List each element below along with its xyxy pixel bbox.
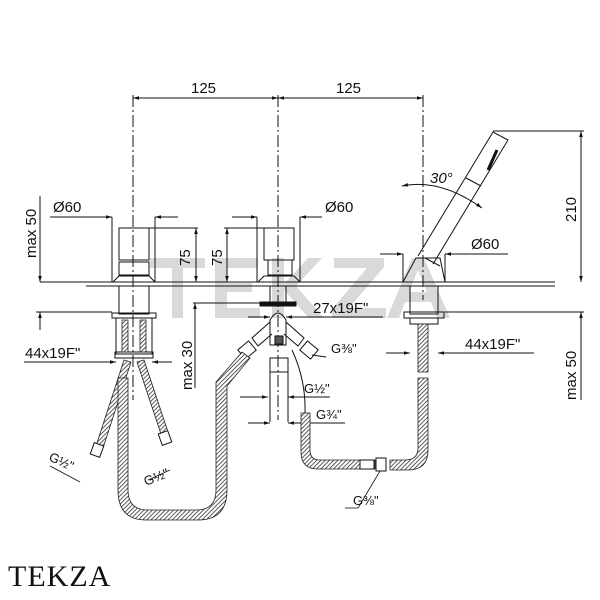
hose-inner-left [121,319,129,353]
hose-right-supply [136,359,169,435]
label-diameter-shower: Ø60 [471,236,499,253]
label-max50-left: max 50 [23,209,40,258]
leader-g12-left2 [147,469,171,481]
left-handle [111,217,157,359]
label-angle: 30° [430,170,453,187]
leader-g38-center [311,354,327,358]
coupling-shower [375,457,387,472]
label-g-center-12: G½" [304,381,330,396]
shower-hose-upper [417,323,429,373]
label-spacing-left: 125 [191,80,216,97]
label-thread-right: 44x19F" [465,336,520,353]
leader-g34 [291,349,306,414]
coupling-shower-b [359,459,375,470]
label-g-center-38: G⅜" [331,341,357,356]
center-elbows [237,321,319,360]
label-shower-height: 210 [563,197,580,222]
leader-g12-left [49,465,81,483]
label-g-center-34: G¾" [316,407,342,422]
label-diameter-left: Ø60 [53,199,81,216]
brand-logo-text: TEKZA [8,560,112,593]
label-diameter-center: Ø60 [325,199,353,216]
label-thread-center: 27x19F" [313,300,368,317]
fitting-left [89,442,105,458]
angle-arc [401,183,483,209]
shower-hose-lower [389,377,429,471]
label-g-bottom-38: G⅜" [353,493,379,508]
label-g-left-2: G½" [142,465,172,489]
label-g-left-1: G½" [47,449,77,474]
label-height-left: 75 [177,249,194,266]
hose-inner-right [139,319,147,353]
label-spacing-right: 125 [336,80,361,97]
label-thread-left: 44x19F" [25,345,80,362]
label-max30: max 30 [179,341,196,390]
hose-mixer-to-diverter [117,351,251,521]
label-height-center: 75 [209,249,226,266]
label-max50-right: max 50 [563,351,580,400]
fitting-right [157,430,173,446]
leader-g38-bottom [357,470,381,509]
